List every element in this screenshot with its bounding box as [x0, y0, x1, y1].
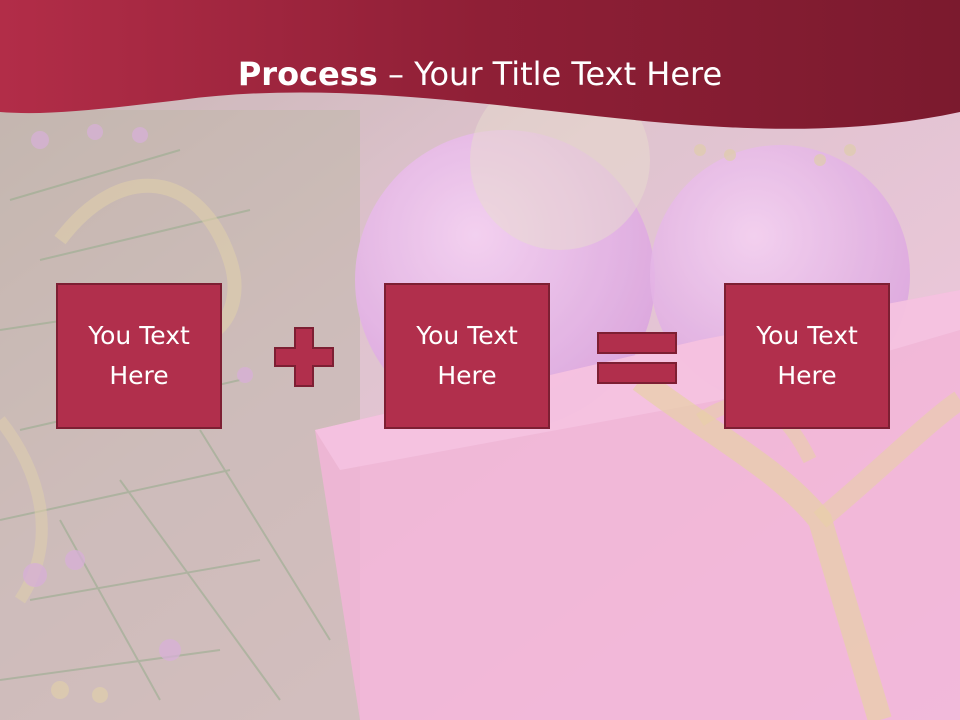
process-box-2[interactable]: You Text Here	[384, 283, 550, 429]
plus-icon	[274, 327, 334, 387]
title-band	[0, 0, 960, 129]
process-box-1-text: You Text Here	[88, 321, 190, 390]
title-rest-text: – Your Title Text Here	[377, 55, 723, 93]
equals-icon	[597, 332, 677, 384]
title-bold-text: Process	[237, 55, 378, 93]
process-box-2-text: You Text Here	[416, 321, 518, 390]
process-box-3[interactable]: You Text Here	[724, 283, 890, 429]
process-box-1[interactable]: You Text Here	[56, 283, 222, 429]
process-box-3-text: You Text Here	[756, 321, 858, 390]
slide-title: Process – Your Title Text Here	[0, 50, 960, 98]
